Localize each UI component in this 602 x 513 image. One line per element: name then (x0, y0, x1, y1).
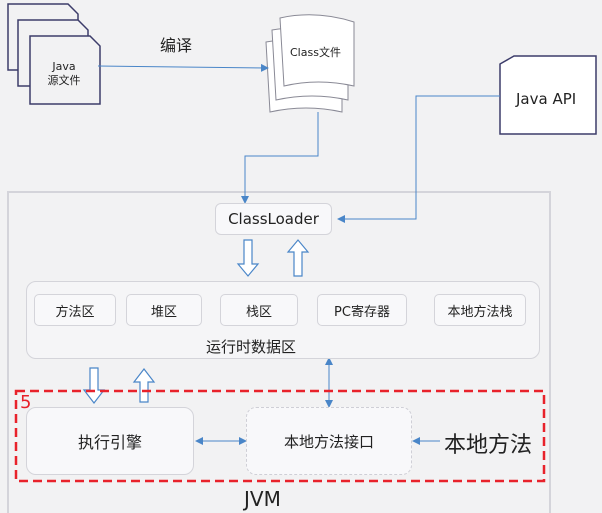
method-area-label: 方法区 (55, 304, 95, 320)
class-file-stack-icon (265, 14, 355, 113)
compile-label: 编译 (160, 36, 193, 55)
execution-engine-box: 执行引擎 (26, 407, 194, 475)
exec-up-arrow (132, 368, 156, 403)
native-methods-label: 本地方法 (444, 433, 533, 458)
runtime-area-title: 运行时数据区 (206, 338, 297, 356)
java-api-label: Java API (516, 90, 577, 108)
source-file-line2: 源文件 (47, 74, 81, 87)
classloader-label: ClassLoader (228, 210, 319, 228)
pc-register-box: PC寄存器 (317, 294, 407, 326)
jvm-label: JVM (244, 487, 281, 511)
native-stack-label: 本地方法栈 (447, 304, 513, 320)
native-interface-box: 本地方法接口 (246, 407, 412, 475)
highlight-number: 5 (20, 392, 32, 413)
load-up-arrow (286, 239, 310, 277)
method-area-box: 方法区 (34, 294, 116, 326)
classloader-box: ClassLoader (215, 203, 332, 235)
native-interface-label: 本地方法接口 (283, 432, 374, 451)
class-to-loader-arrow (241, 112, 319, 204)
stack-label: 栈区 (245, 304, 272, 320)
compile-arrow (97, 63, 269, 72)
pc-register-label: PC寄存器 (334, 304, 390, 320)
source-file-line1: Java (52, 60, 76, 73)
source-file-stack-icon (7, 3, 101, 105)
heap-box: 堆区 (126, 294, 202, 326)
native-stack-box: 本地方法栈 (434, 294, 526, 326)
class-file-label: Class文件 (290, 46, 341, 59)
api-to-loader-arrow (337, 95, 500, 223)
heap-label: 堆区 (150, 304, 177, 320)
stack-box: 栈区 (220, 294, 298, 326)
source-file-label: Java 源文件 (40, 60, 88, 88)
execution-engine-label: 执行引擎 (77, 433, 142, 452)
exec-down-arrow (82, 367, 106, 404)
load-down-arrow (236, 239, 260, 277)
